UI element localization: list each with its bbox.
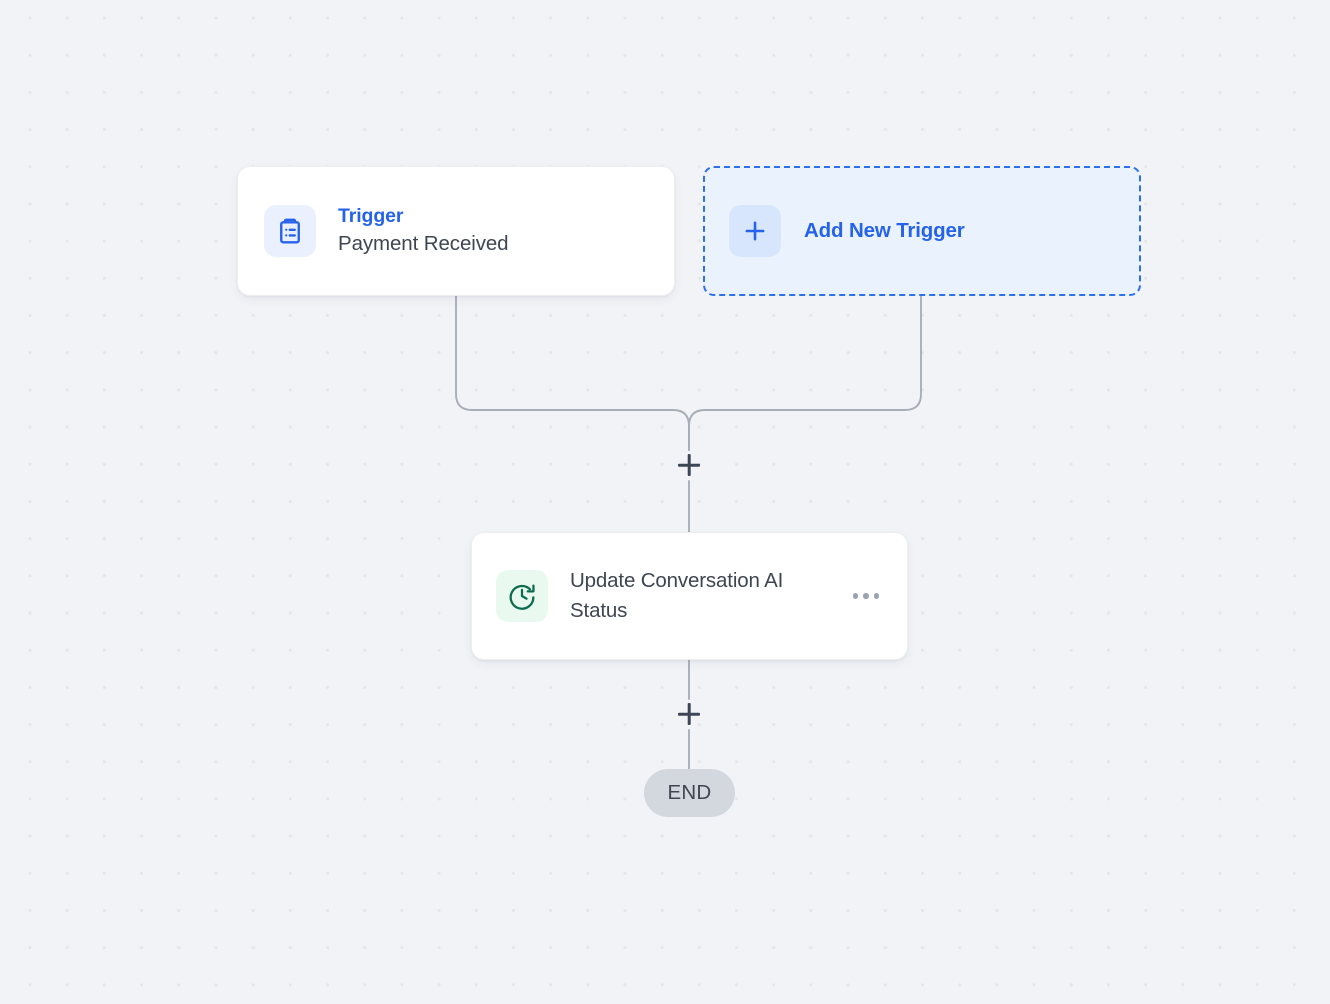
clipboard-list-icon [264, 205, 316, 257]
connector-add-trigger-to-merge [688, 295, 922, 451]
kebab-dot [863, 593, 869, 599]
add-new-trigger-label: Add New Trigger [804, 219, 965, 242]
trigger-node-text: Trigger Payment Received [338, 203, 509, 259]
kebab-dot [873, 593, 879, 599]
end-node: END [644, 769, 735, 817]
add-step-button-after-action[interactable] [672, 697, 706, 731]
end-label: END [667, 780, 712, 804]
trigger-node[interactable]: Trigger Payment Received [237, 166, 675, 296]
plus-icon [729, 205, 781, 257]
action-node-update-conversation-ai-status[interactable]: Update Conversation AI Status [471, 532, 908, 660]
action-node-text: Update Conversation AI Status [570, 566, 843, 626]
connector-trigger-to-merge [455, 295, 690, 451]
kebab-dot [852, 593, 858, 599]
action-title: Update Conversation AI Status [570, 569, 784, 622]
clock-rotate-icon [496, 570, 548, 622]
add-step-button-after-trigger[interactable] [672, 448, 706, 482]
more-options-icon[interactable] [849, 585, 884, 607]
trigger-title: Payment Received [338, 232, 509, 255]
trigger-kicker: Trigger [338, 205, 404, 227]
add-new-trigger-button[interactable]: Add New Trigger [703, 166, 1141, 296]
